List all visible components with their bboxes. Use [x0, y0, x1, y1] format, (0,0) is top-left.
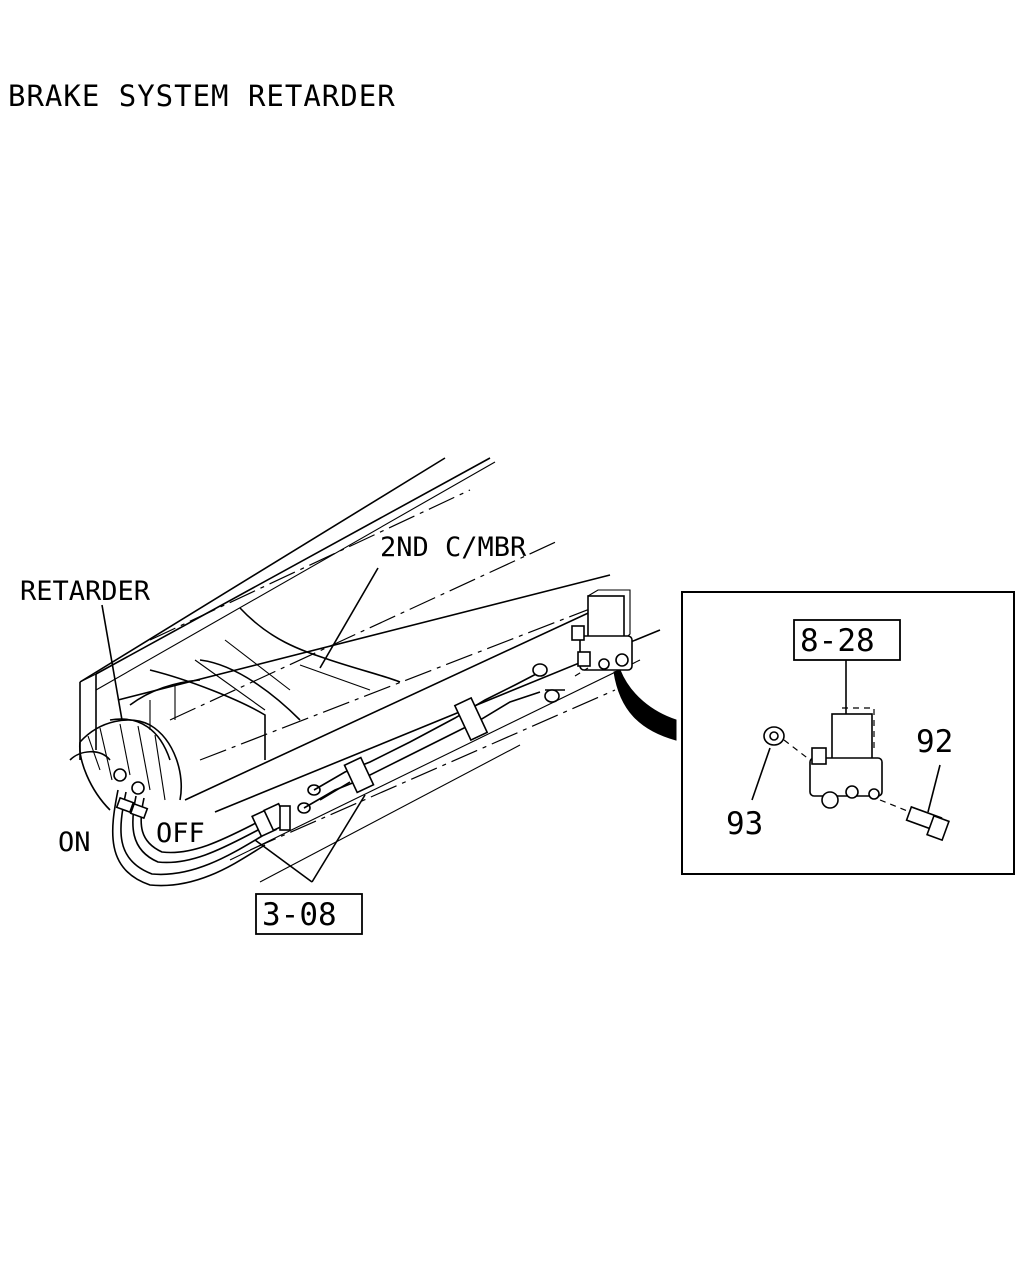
label-off: OFF	[156, 818, 205, 849]
retarder-hoses	[111, 789, 266, 887]
label-on: ON	[58, 827, 91, 858]
label-part-92: 92	[916, 724, 953, 760]
detail-valve-assembly	[763, 707, 950, 842]
label-ref-3-08: 3-08	[262, 897, 337, 933]
solenoid-valve-frame	[571, 589, 633, 677]
brake-pipes	[251, 663, 565, 838]
chassis-frame	[79, 457, 661, 883]
ref-box-8-28	[793, 619, 901, 661]
label-cross-member: 2ND C/MBR	[380, 532, 527, 563]
label-ref-8-28: 8-28	[800, 623, 875, 659]
detail-inset-box	[681, 591, 1015, 875]
retarder-drum	[69, 718, 182, 811]
label-retarder: RETARDER	[20, 576, 151, 607]
label-part-93: 93	[726, 806, 763, 842]
ref-box-3-08	[255, 893, 363, 935]
detail-callout-arrow	[613, 669, 677, 741]
diagram-title: BRAKE SYSTEM RETARDER	[8, 79, 396, 113]
leader-lines	[101, 567, 941, 883]
